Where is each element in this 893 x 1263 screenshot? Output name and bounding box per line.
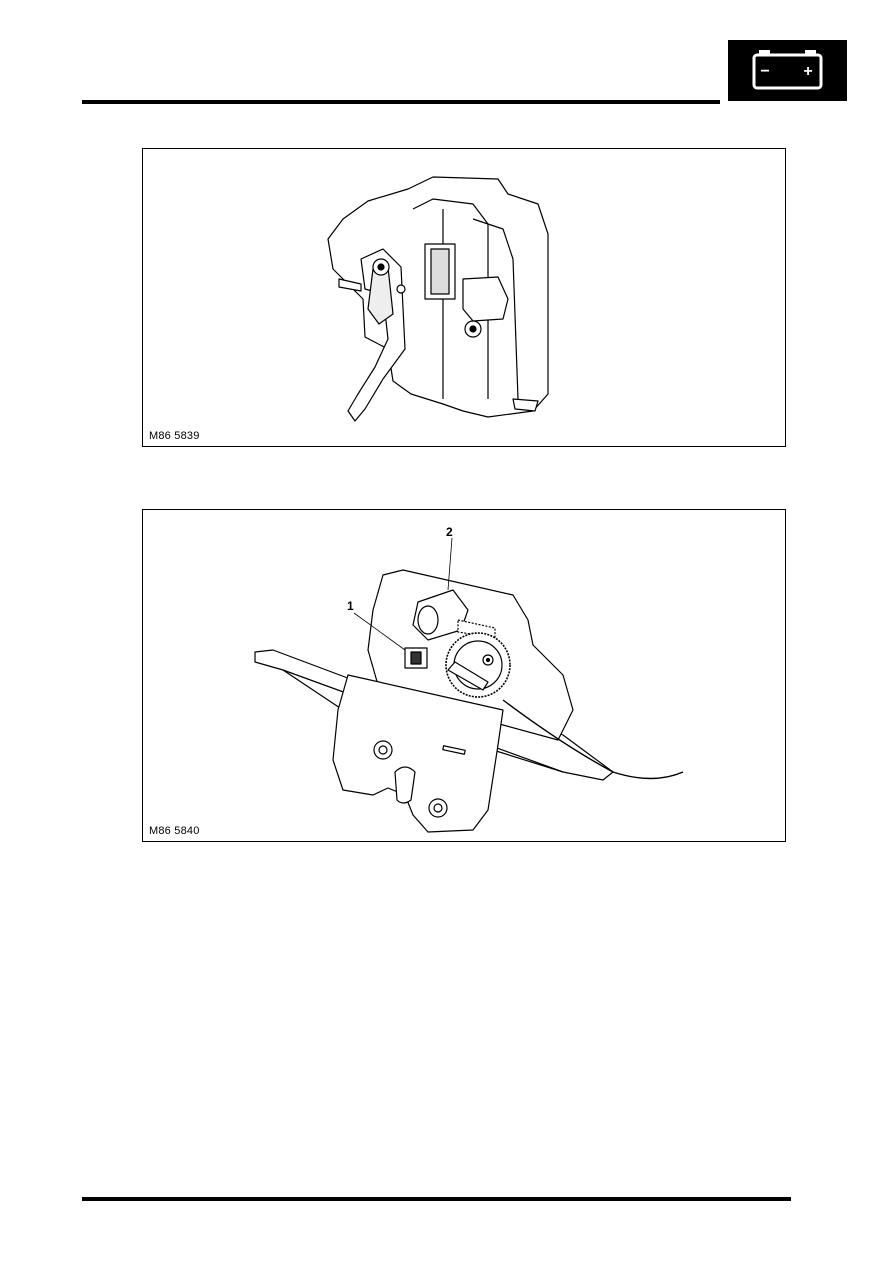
header-rule — [82, 100, 720, 104]
figure-reference: M86 5840 — [149, 825, 200, 837]
latch-motor-assembly-icon — [254, 537, 684, 833]
callout-label: 1 — [347, 599, 354, 613]
latch-assembly-icon — [327, 176, 549, 422]
battery-plus-glyph: + — [803, 63, 812, 80]
section-tab: − + — [728, 40, 847, 101]
battery-minus-glyph: − — [760, 63, 769, 80]
figure-latch-assembly: M86 5839 — [142, 148, 786, 447]
figure-latch-motor-assembly: 1 2 M86 5840 — [142, 509, 786, 842]
callout-label: 2 — [446, 525, 453, 539]
figure-reference: M86 5839 — [149, 430, 200, 442]
footer-rule — [82, 1197, 791, 1201]
battery-icon: − + — [752, 50, 823, 90]
